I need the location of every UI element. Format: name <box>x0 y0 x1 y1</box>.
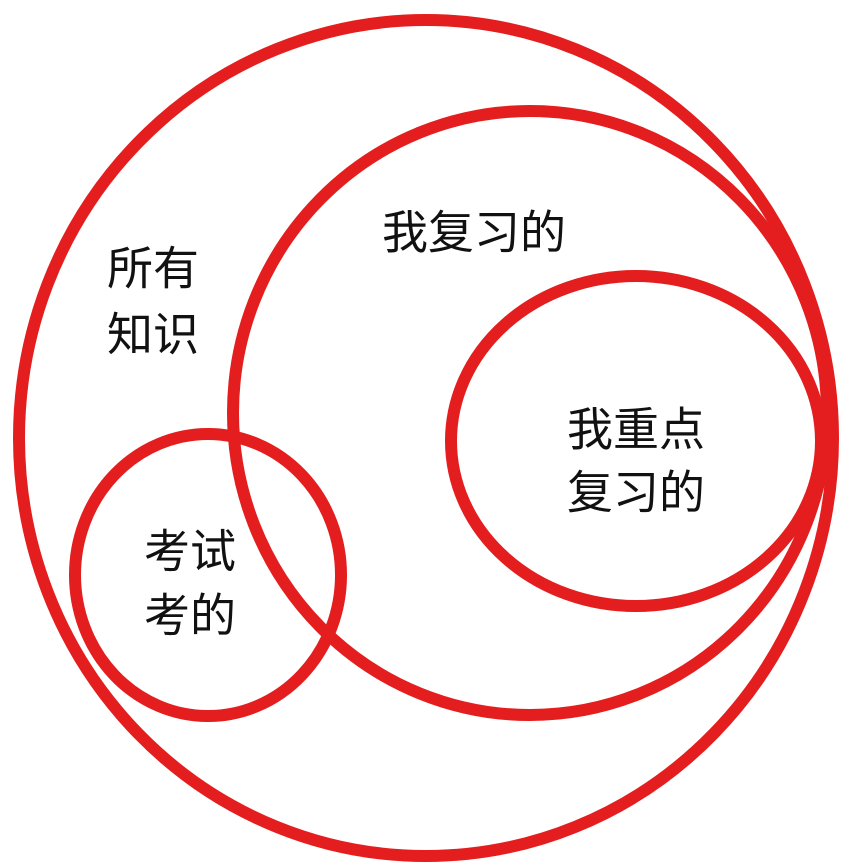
key-review-circle <box>445 270 827 612</box>
key-review-label-line-1: 我重点 <box>567 403 705 457</box>
reviewed-circle <box>227 105 833 721</box>
all-knowledge-label-line-2: 知识 <box>107 308 199 362</box>
exam-circle <box>69 428 347 722</box>
reviewed-label: 我复习的 <box>382 206 566 260</box>
key-review-label-line-2: 复习的 <box>567 466 705 520</box>
all-knowledge-circle <box>13 14 839 862</box>
all-knowledge-label-line-1: 所有 <box>107 242 199 296</box>
exam-label-line-2: 考的 <box>144 589 236 643</box>
exam-label-line-1: 考试 <box>144 525 236 579</box>
